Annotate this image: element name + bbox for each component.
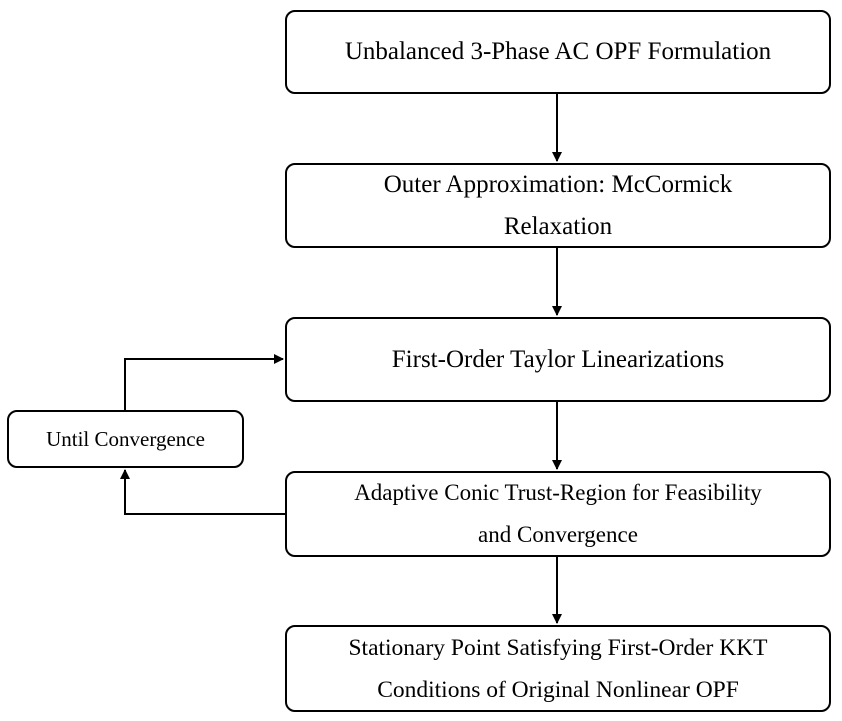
- step-stationary-point-line2: Conditions of Original Nonlinear OPF: [377, 676, 739, 703]
- step-taylor-linearizations-label: First-Order Taylor Linearizations: [391, 345, 725, 373]
- step-mccormick-relaxation-line2: Relaxation: [503, 212, 613, 240]
- loop-until-convergence-label: Until Convergence: [46, 426, 205, 451]
- step-ac-opf-formulation-label: Unbalanced 3-Phase AC OPF Formulation: [344, 38, 772, 65]
- step-mccormick-relaxation: Outer Approximation: McCormick Relaxatio…: [285, 163, 831, 248]
- step-taylor-linearizations: First-Order Taylor Linearizations: [285, 317, 831, 402]
- step-mccormick-relaxation-line1: Outer Approximation: McCormick: [383, 170, 733, 198]
- step-conic-trust-region-line2: and Convergence: [478, 522, 638, 547]
- step-ac-opf-formulation: Unbalanced 3-Phase AC OPF Formulation: [285, 10, 831, 94]
- step-stationary-point-line1: Stationary Point Satisfying First-Order …: [348, 634, 768, 661]
- arrow-loop-to-step3: [124, 354, 284, 410]
- arrow-step4-to-loop: [120, 469, 285, 515]
- step-stationary-point: Stationary Point Satisfying First-Order …: [285, 625, 831, 712]
- step-conic-trust-region-line1: Adaptive Conic Trust-Region for Feasibil…: [354, 480, 762, 505]
- step-conic-trust-region: Adaptive Conic Trust-Region for Feasibil…: [285, 471, 831, 557]
- loop-until-convergence: Until Convergence: [7, 410, 244, 468]
